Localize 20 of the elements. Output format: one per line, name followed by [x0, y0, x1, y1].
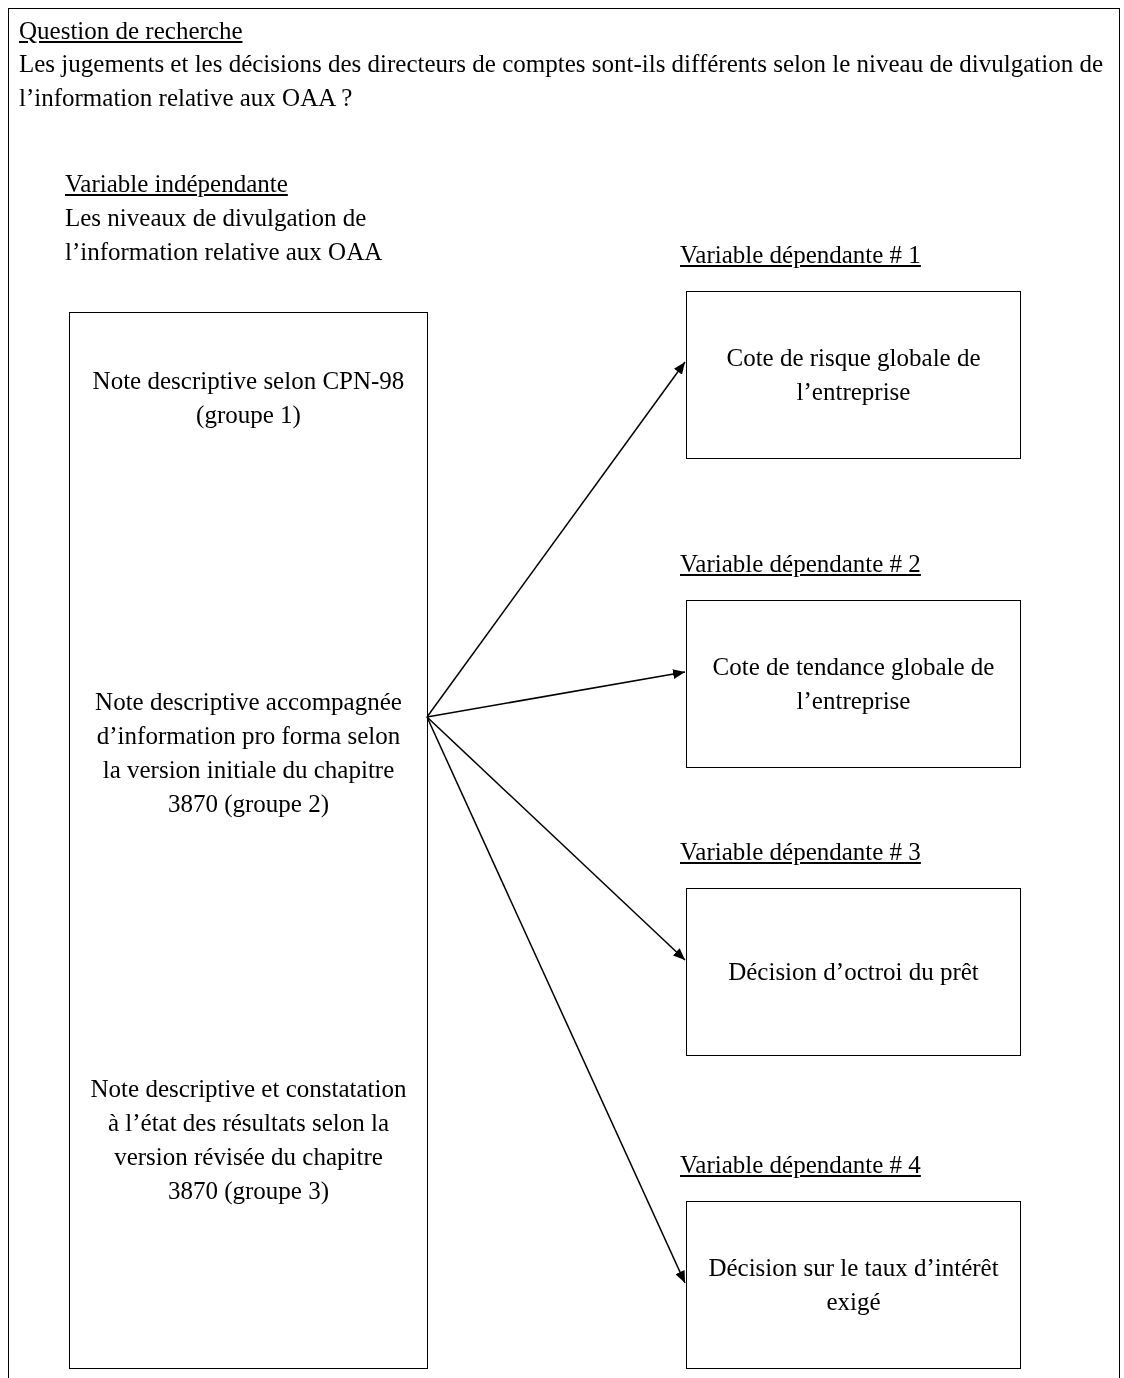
arrow	[426, 716, 686, 961]
variable-heading: Variable dépendante # 2	[680, 549, 921, 579]
group-text: Note descriptive accompagnée d’information pro forma selon la version initiale du chapitre 3870 (groupe 2)	[94, 687, 403, 820]
arrow	[426, 361, 686, 718]
variable-heading: Variable dépendante # 1	[680, 240, 921, 270]
variable-text: Cote de risque globale de l’entreprise	[725, 343, 982, 407]
variable-text: Décision d’octroi du prêt	[728, 957, 979, 987]
group-text: Note descriptive selon CPN-98 (groupe 1)	[91, 366, 406, 431]
question-heading: Question de recherche	[19, 16, 243, 46]
question-text: Les jugements et les décisions des directeurs de comptes sont-ils différents selon le niveau de divulgation de l’information relative aux OAA ?	[19, 49, 1104, 113]
variable-text: Cote de tendance globale de l’entreprise	[711, 652, 996, 716]
variable-heading: Variable indépendante	[65, 169, 288, 199]
group-text: Note descriptive et constatation à l’état des résultats selon la version révisée du chapitre 3870 (groupe 3)	[90, 1074, 407, 1207]
variable-text: Décision sur le taux d’intérêt exigé	[707, 1253, 1000, 1317]
frame-box	[8, 8, 1120, 1378]
variable-heading: Variable dépendante # 4	[680, 1150, 921, 1180]
arrow	[426, 669, 686, 718]
variable-heading: Variable dépendante # 3	[680, 837, 921, 867]
arrow	[426, 716, 686, 1284]
variable-description: Les niveaux de divulgation de l’information relative aux OAA	[65, 203, 384, 267]
